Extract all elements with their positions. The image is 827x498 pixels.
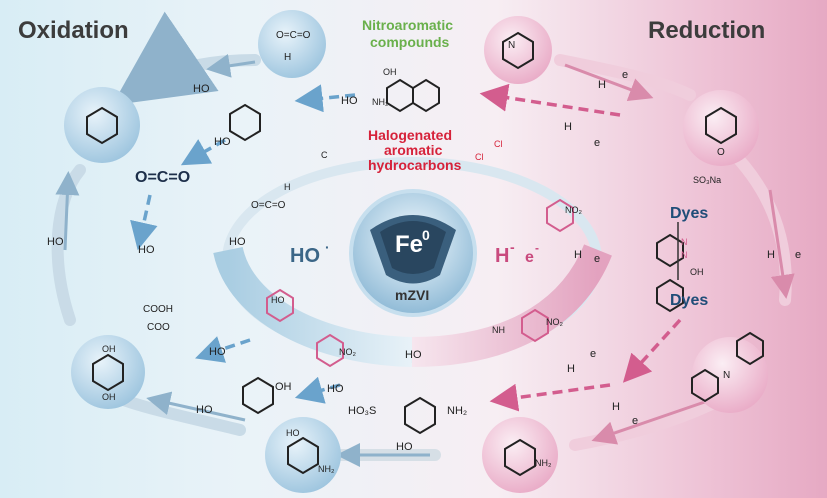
- e-3: e: [594, 253, 600, 265]
- hq-oh-top: OH: [102, 344, 116, 354]
- nh2-label-4: NH₂: [372, 97, 389, 107]
- dyes-n2: N: [681, 250, 688, 260]
- benzene-rings: [86, 31, 764, 477]
- ho-1: HO: [193, 83, 210, 95]
- h-5: H: [567, 363, 575, 375]
- ap-ho: HO: [286, 428, 300, 438]
- cooh-label: COOH: [143, 304, 173, 315]
- dyes-top: Dyes: [670, 205, 708, 222]
- halo-label-2: aromatic: [384, 142, 443, 158]
- h-e-labels: H e H e H e H e H e H e: [564, 69, 801, 427]
- nh2-label-1: NH₂: [447, 405, 467, 417]
- small-molecules: O=C=O H O=C=O N O N: [251, 30, 730, 381]
- ho-11: HO: [396, 441, 413, 453]
- so3na-label: SO₃Na: [693, 175, 721, 185]
- h-2: H: [564, 121, 572, 133]
- h-6: H: [612, 401, 620, 413]
- phenol-oh: OH: [275, 381, 292, 393]
- co2-small: O=C=O: [276, 30, 311, 41]
- ho-10: HO: [196, 404, 213, 416]
- azo-n: N: [723, 370, 730, 381]
- co2-small-2: O=C=O: [251, 200, 286, 211]
- oxidation-title: Oxidation: [18, 17, 129, 44]
- dyes-bottom: Dyes: [670, 292, 708, 309]
- ho-center-dot: ·: [325, 239, 330, 255]
- chlor-no2: NO₂: [565, 205, 583, 215]
- e-4: e: [795, 249, 801, 261]
- bubbles-blue: [64, 10, 341, 493]
- nitro-label-2: compounds: [370, 34, 450, 50]
- ho-8: HO: [327, 383, 344, 395]
- mzvi-core: [349, 189, 477, 317]
- h2o-label: H: [284, 182, 291, 192]
- ho-3: HO: [214, 136, 231, 148]
- fe-superscript: 0: [422, 227, 430, 243]
- reduction-title: Reduction: [648, 17, 765, 44]
- hq-oh-bottom: OH: [102, 392, 116, 402]
- halo-label-3: hydrocarbons: [368, 157, 462, 173]
- inner-ring: [213, 157, 612, 367]
- ho3s-label: HO₃S: [348, 405, 376, 417]
- ho-9: HO: [405, 349, 422, 361]
- co2-label: O=C=O: [135, 169, 190, 186]
- e-center-minus: -: [535, 241, 539, 255]
- nitro-label-1: Nitroaromatic: [362, 17, 453, 33]
- pb-ho: HO: [271, 295, 285, 305]
- nh2-label-3: NH₂: [535, 458, 552, 468]
- dashed-arrows: [130, 83, 682, 412]
- bubbles-pink: [482, 16, 768, 493]
- np-oh: OH: [383, 67, 397, 77]
- e-1: e: [622, 69, 628, 81]
- ho-2: HO: [341, 95, 358, 107]
- chem-labels: COOH COO HO₃S NH₂ NH₂ NH₂ NH₂ OH OH OH H…: [102, 67, 583, 474]
- dyes-oh: OH: [690, 267, 704, 277]
- halo-label-1: Halogenated: [368, 127, 452, 143]
- ho-6: HO: [229, 236, 246, 248]
- ho-center: HO: [290, 245, 320, 267]
- ho-7: HO: [209, 346, 226, 358]
- h-1: H: [598, 79, 606, 91]
- dyes-n1: N: [681, 237, 688, 247]
- nh2-label-2: NH₂: [318, 464, 335, 474]
- mzvi-label: mZVI: [395, 287, 429, 303]
- e-2: e: [594, 137, 600, 149]
- e-5: e: [590, 348, 596, 360]
- formic-c: C: [321, 150, 328, 160]
- ho-labels: HO HO HO HO HO HO HO HO HO HO HO: [47, 83, 422, 453]
- nitrobenzene-n: N: [508, 40, 515, 51]
- ho-4: HO: [47, 236, 64, 248]
- e-6: e: [632, 415, 638, 427]
- fe-label: Fe: [395, 231, 423, 258]
- coo-label: COO: [147, 322, 170, 333]
- h-center: H: [495, 245, 509, 267]
- nb-no2: NO₂: [546, 317, 564, 327]
- cl-2: Cl: [475, 152, 484, 162]
- cl-1: Cl: [494, 139, 503, 149]
- nb2-no2: NO₂: [339, 347, 357, 357]
- h-3: H: [574, 249, 582, 261]
- amide-nh: NH: [492, 325, 505, 335]
- nitroso-o: O: [717, 147, 725, 158]
- h-center-minus: -: [510, 239, 515, 255]
- h-4: H: [767, 249, 775, 261]
- e-center: e: [525, 249, 534, 266]
- h2o-small: H: [284, 52, 291, 63]
- ho-5: HO: [138, 244, 155, 256]
